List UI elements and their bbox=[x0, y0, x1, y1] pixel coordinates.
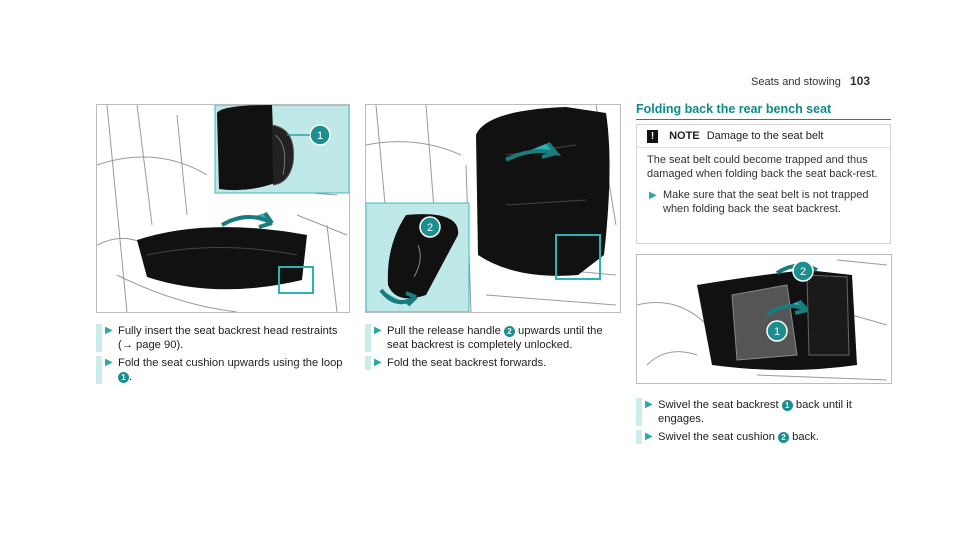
callout-label: 1 bbox=[317, 130, 323, 142]
page-number: 103 bbox=[849, 74, 870, 88]
note-box: ! NOTE Damage to the seat belt The seat … bbox=[636, 124, 891, 244]
note-heading: Damage to the seat belt bbox=[706, 130, 824, 142]
step-text: Fold the seat cushion upwards using the … bbox=[118, 357, 343, 369]
instruction-step: ▶ Swivel the seat cushion 2 back. bbox=[636, 430, 894, 444]
section-name: Seats and stowing bbox=[751, 76, 841, 88]
page-header: Seats and stowing 103 bbox=[751, 74, 870, 88]
illustration-backrest-fold: 2 bbox=[366, 105, 617, 312]
callout-label: 1 bbox=[774, 326, 780, 338]
callout-2-marker bbox=[419, 216, 441, 238]
illustration-seat-cushion: 1 bbox=[97, 105, 349, 312]
step-text: Fully insert the seat backrest head rest… bbox=[118, 325, 338, 351]
exclamation-icon: ! bbox=[647, 129, 658, 143]
instruction-step: ▶ Fully insert the seat backrest head re… bbox=[96, 324, 354, 352]
illustration-fold-back: 2 1 bbox=[637, 259, 888, 381]
note-step: ▶ Make sure that the seat belt is not tr… bbox=[647, 189, 890, 216]
callout-badge: 1 bbox=[781, 399, 793, 411]
callout-badge: 1 bbox=[118, 371, 129, 383]
figure-release-handle: 2 bbox=[365, 104, 621, 313]
callout-label: 2 bbox=[427, 222, 433, 234]
step-text: . bbox=[129, 371, 133, 383]
step-arrow-icon: ▶ bbox=[649, 190, 657, 201]
callout-badge: 2 bbox=[503, 325, 515, 337]
callout-1-marker bbox=[766, 320, 788, 342]
step-text: back until it engages. bbox=[658, 399, 852, 425]
instruction-step: ▶ Swivel the seat backrest 1 back until … bbox=[636, 398, 894, 426]
note-body: The seat belt could become trapped and t… bbox=[647, 154, 878, 180]
callout-badge: 2 bbox=[778, 431, 790, 443]
step-arrow-icon: ▶ bbox=[645, 431, 653, 442]
section-title: Folding back the rear bench seat bbox=[636, 102, 832, 116]
title-divider bbox=[636, 119, 891, 120]
instruction-step: ▶ Pull the release handle 2 upwards unti… bbox=[365, 324, 623, 352]
step-text: Pull the release handle bbox=[387, 325, 501, 337]
step-text: upwards until the seat backrest is compl… bbox=[387, 325, 603, 351]
step-text: Make sure that the seat belt is not trap… bbox=[663, 189, 869, 215]
step-text: Swivel the seat cushion bbox=[658, 431, 775, 443]
figure-head-restraint-cushion: 1 bbox=[96, 104, 350, 313]
note-label: NOTE bbox=[669, 130, 700, 142]
note-header: ! NOTE Damage to the seat belt bbox=[637, 125, 890, 148]
step-arrow-icon: ▶ bbox=[105, 325, 113, 336]
step-text: Swivel the seat backrest bbox=[658, 399, 779, 411]
step-arrow-icon: ▶ bbox=[645, 399, 653, 410]
step-arrow-icon: ▶ bbox=[374, 357, 382, 368]
instruction-step: ▶ Fold the seat cushion upwards using th… bbox=[96, 356, 354, 384]
figure-fold-back-bench: 2 1 bbox=[636, 254, 892, 384]
step-arrow-icon: ▶ bbox=[374, 325, 382, 336]
callout-2-marker bbox=[792, 260, 814, 282]
callout-label: 2 bbox=[800, 266, 806, 278]
step-arrow-icon: ▶ bbox=[105, 357, 113, 368]
step-text: Fold the seat backrest forwards. bbox=[387, 357, 547, 369]
step-text: back. bbox=[792, 431, 819, 443]
instruction-step: ▶ Fold the seat backrest forwards. bbox=[365, 356, 623, 370]
